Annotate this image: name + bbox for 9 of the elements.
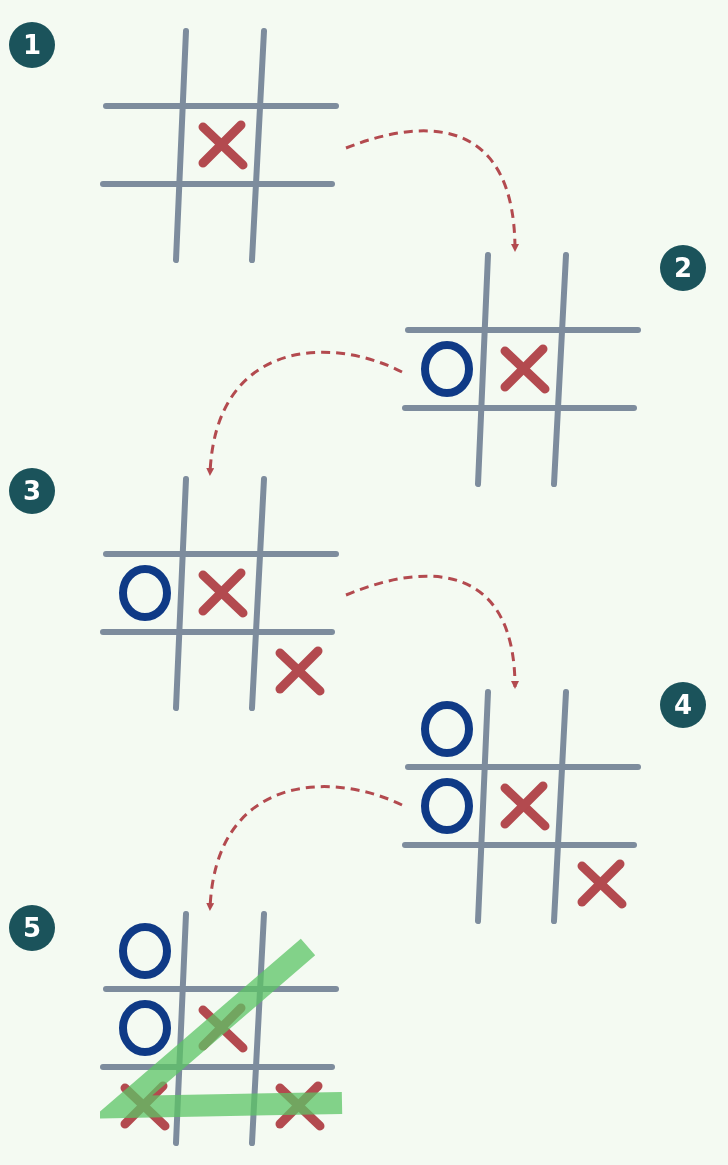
step-number-badge: 4	[660, 682, 706, 728]
step-number-badge: 1	[9, 22, 55, 68]
step-number-badge: 5	[9, 905, 55, 951]
dashed-arrow	[206, 350, 403, 476]
step-number-badge: 2	[660, 245, 706, 291]
step-number-badge: 3	[9, 468, 55, 514]
dashed-arrow	[345, 129, 519, 252]
dashed-arrow	[345, 574, 519, 689]
dashed-arrow	[206, 785, 403, 911]
